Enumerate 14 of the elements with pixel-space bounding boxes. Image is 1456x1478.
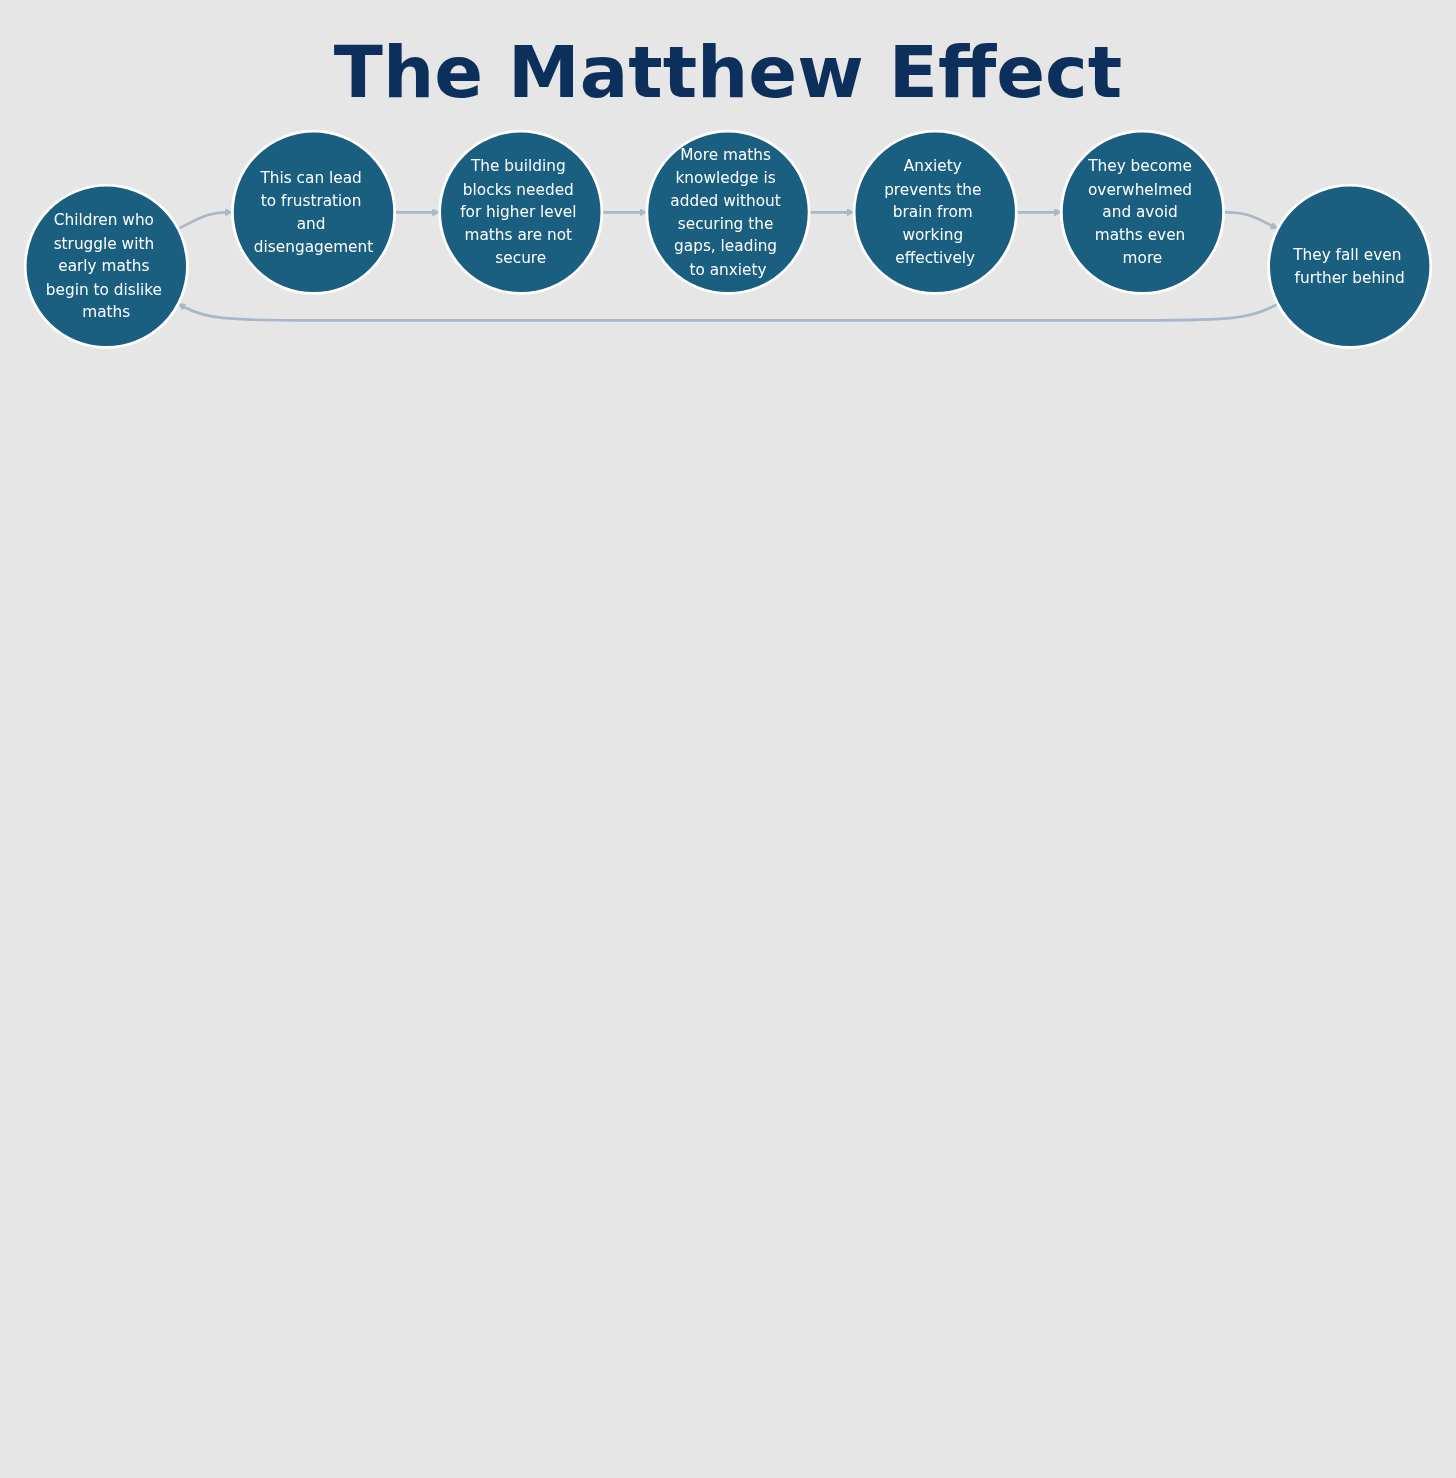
node-circle: The building blocks needed for higher level maths are not secure <box>438 129 604 295</box>
arrow <box>177 208 233 231</box>
node-circle: They fall even further behind <box>1267 183 1433 349</box>
node-circle: This can lead to frustration and disengagement <box>231 129 396 295</box>
node-circle: Children who struggle with early maths begin to dislike maths <box>23 183 189 349</box>
node-circle: Anxiety prevents the brain from working effectively <box>852 129 1018 295</box>
arrow <box>177 302 1279 322</box>
arrow <box>601 208 648 217</box>
diagram-title: The Matthew Effect <box>332 30 1124 114</box>
arrow <box>1223 210 1279 230</box>
node-circle: They become overwhelmed and avoid maths even more <box>1060 129 1225 295</box>
node-circle: More maths knowledge is added without securing the gaps, leading to anxiety <box>645 129 811 295</box>
arrow <box>1016 208 1062 217</box>
arrow <box>809 208 855 217</box>
